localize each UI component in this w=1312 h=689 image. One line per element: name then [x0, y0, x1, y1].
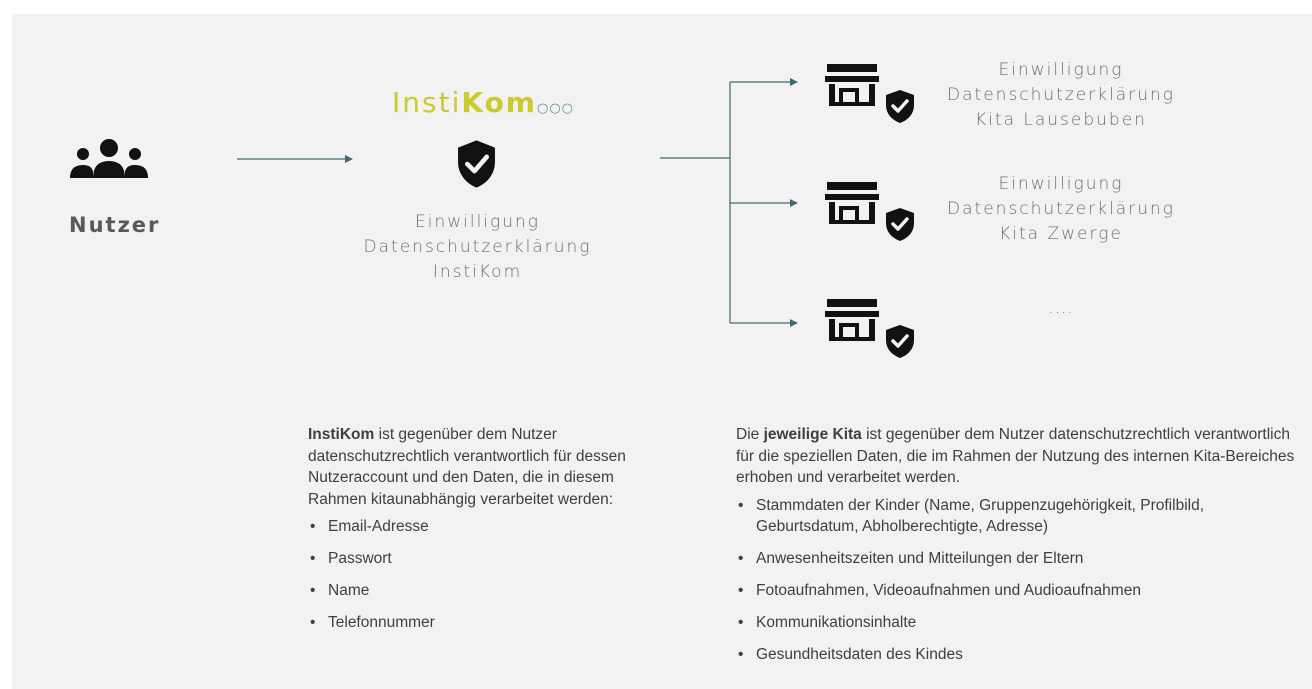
kita-icon-3	[825, 297, 917, 363]
kita-icon-2	[825, 180, 917, 246]
store-shield-icon	[825, 299, 914, 358]
list-item: Passwort	[308, 548, 668, 570]
shield-check-icon	[458, 140, 495, 188]
instikom-description: InstiKom ist gegenüber dem Nutzer datens…	[308, 424, 668, 634]
list-item: Kommunikationsinhalte	[736, 612, 1306, 634]
list-item: Anwesenheitszeiten und Mitteilungen der …	[736, 548, 1306, 570]
list-item: Gesundheitsdaten des Kindes	[736, 644, 1306, 666]
instikom-logo: InstiKom○○○	[392, 86, 575, 119]
kita-icon-1	[825, 62, 917, 128]
users-group-icon	[70, 139, 148, 178]
kita-consent-text-3: ....	[1048, 298, 1074, 318]
list-item: Stammdaten der Kinder (Name, Gruppenzuge…	[736, 495, 1306, 538]
list-item: Fotoaufnahmen, Videoaufnahmen und Audioa…	[736, 580, 1306, 602]
instikom-description-paragraph: InstiKom ist gegenüber dem Nutzer datens…	[308, 426, 626, 508]
kita-consent-text-2: Einwilligung Datenschutzerklärung Kita Z…	[947, 174, 1175, 244]
list-item: Telefonnummer	[308, 612, 668, 634]
diagram-panel	[12, 14, 1312, 689]
list-item: Email-Adresse	[308, 516, 668, 538]
kita-data-list: Stammdaten der Kinder (Name, Gruppenzuge…	[736, 495, 1306, 666]
list-item: Name	[308, 580, 668, 602]
user-label: Nutzer	[69, 213, 161, 237]
instikom-data-list: Email-Adresse Passwort Name Telefonnumme…	[308, 516, 668, 634]
kita-consent-text-1: Einwilligung Datenschutzerklärung Kita L…	[947, 60, 1175, 130]
instikom-consent-text: Einwilligung Datenschutzerklärung InstiK…	[363, 212, 592, 282]
store-shield-icon	[825, 182, 914, 241]
kita-description: Die jeweilige Kita ist gegenüber dem Nut…	[736, 424, 1306, 666]
store-shield-icon	[825, 64, 914, 123]
kita-description-paragraph: Die jeweilige Kita ist gegenüber dem Nut…	[736, 426, 1295, 486]
